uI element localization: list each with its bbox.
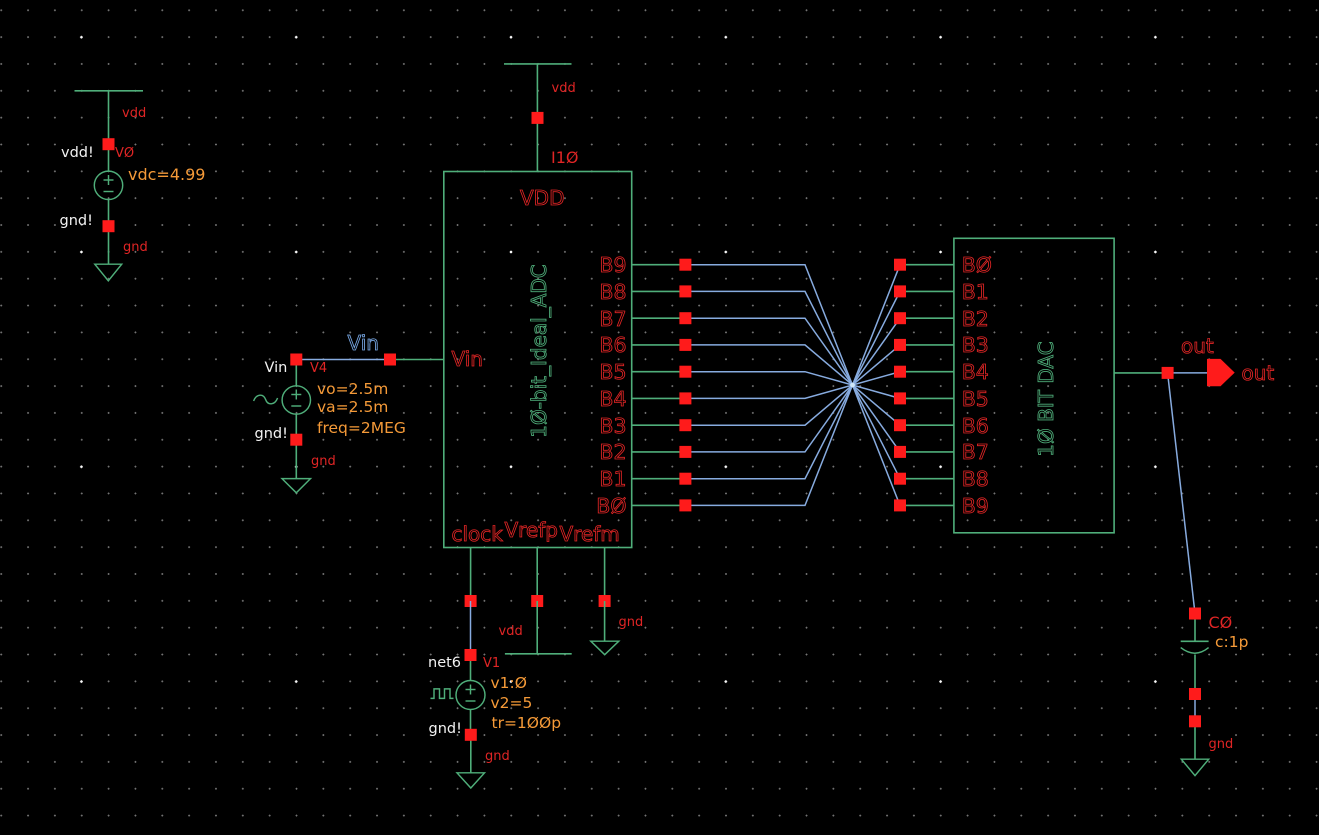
pin-square[interactable] [384,353,396,366]
vrefp-vdd-net-label[interactable]: vdd [498,623,523,639]
adc-bit-label-b5[interactable]: B5 [599,360,627,385]
v0-gnd-global-label[interactable]: gnd! [59,213,93,230]
crossing-point [850,382,855,388]
pin-square[interactable] [531,111,544,124]
adc-instance-name[interactable]: I1Ø [551,148,579,168]
v4-param-vo[interactable]: vo=2.5m [317,379,389,398]
adc-bit-label-b3[interactable]: B3 [599,413,627,438]
bit-crossing-wires[interactable] [685,263,901,507]
out-to-cap-wire[interactable] [1166,372,1196,614]
vrefm-gnd-net-label[interactable]: gnd [618,614,644,630]
out-pin-symbol[interactable] [1207,358,1235,387]
pin-square[interactable] [464,649,477,661]
v1-instance-name[interactable]: V1 [483,655,501,671]
out-net-label[interactable]: out [1181,333,1215,358]
v1-gnd-global-label[interactable]: gnd! [428,721,462,738]
v4-gnd-net-label[interactable]: gnd [311,453,336,469]
c0-gnd-net-label[interactable]: gnd [1208,736,1234,752]
dac-bit-label-b5[interactable]: B5 [961,386,989,411]
v1-gnd-net-label[interactable]: gnd [485,749,510,765]
v0-param-vdc[interactable]: vdc=4.99 [128,165,206,185]
adc-bit-stubs[interactable] [631,263,686,507]
gnd-symbol[interactable] [1179,721,1211,777]
out-pin-label[interactable]: out [1241,361,1275,386]
v0-vdd-global-label[interactable]: vdd! [61,145,94,162]
sine-icon [252,394,279,405]
v4-param-va[interactable]: va=2.5m [317,398,389,417]
v1-param-v1[interactable]: v1:Ø [490,673,527,692]
pin-square[interactable] [1161,366,1174,379]
v4-param-freq[interactable]: freq=2MEG [317,418,406,437]
adc-pin-clock[interactable]: clock [451,522,503,547]
adc-pin-vrefp[interactable]: Vrefp [504,517,559,542]
adc-body-label[interactable]: 1Ø-bit_Ideal_ADC [526,263,551,438]
v4-gnd-global-label[interactable]: gnd! [254,426,288,443]
pin-square[interactable] [464,728,477,741]
pin-square[interactable] [290,433,303,446]
gnd-symbol[interactable] [455,734,487,790]
pin-square[interactable] [102,138,115,151]
gnd-symbol[interactable] [93,226,124,282]
adc-bit-label-b4[interactable]: B4 [599,386,627,411]
vrefp-vdd-symbol[interactable] [504,601,572,655]
dac-body-label[interactable]: 1Ø BIT DAC [1034,341,1059,457]
v1-param-v2[interactable]: v2=5 [490,693,533,712]
dac-bit-stubs[interactable] [900,263,954,507]
pin-square[interactable] [1189,715,1201,728]
dac-body-box[interactable] [953,237,1115,534]
vrefm-gnd-symbol[interactable] [589,601,621,656]
adc-bit-label-b2[interactable]: B2 [599,440,627,465]
adc-bit-label-b8[interactable]: B8 [599,279,627,304]
dac-bit-label-b7[interactable]: B7 [961,440,989,465]
vin-net-label[interactable]: Vin [347,330,379,355]
adc-vdd-net-label[interactable]: vdd [551,80,576,96]
dac-bit-label-b0[interactable]: BØ [961,253,992,278]
net6-label[interactable]: net6 [428,655,462,672]
v4-instance-name[interactable]: V4 [310,361,328,377]
adc-pin-vdd[interactable]: VDD [520,186,565,211]
c0-cap-symbol[interactable] [1180,613,1210,695]
pin-square[interactable] [290,353,303,366]
adc-bit-label-b7[interactable]: B7 [599,306,627,331]
vdd-symbol[interactable] [74,90,144,145]
c0-instance-name[interactable]: CØ [1208,612,1233,632]
c0-param[interactable]: c:1p [1215,633,1249,652]
v0-instance-name[interactable]: VØ [115,146,135,162]
pin-square[interactable] [1189,607,1201,620]
dac-bit-label-b2[interactable]: B2 [961,306,989,331]
adc-bit-pins[interactable] [679,258,692,512]
pulse-icon [430,688,454,700]
gnd-symbol[interactable] [280,439,313,494]
adc-bit-label-b1[interactable]: B1 [599,467,627,492]
adc-pin-vin[interactable]: Vin [451,347,483,372]
v4-vin-pin-label[interactable]: Vin [264,360,288,377]
dac-bit-label-b6[interactable]: B6 [961,413,989,438]
adc-pin-vrefm[interactable]: Vrefm [559,522,620,547]
dac-bit-label-b8[interactable]: B8 [961,467,989,492]
adc-bit-label-b6[interactable]: B6 [599,333,627,358]
v0-vdd-net-label[interactable]: vdd [122,106,147,122]
dac-bit-label-b9[interactable]: B9 [961,493,989,518]
dac-bit-pins[interactable] [894,258,906,512]
pin-square[interactable] [1189,688,1201,700]
adc-bit-label-b0[interactable]: BØ [596,493,627,518]
dac-bit-label-b1[interactable]: B1 [961,279,989,304]
dac-bit-label-b4[interactable]: B4 [961,360,989,385]
adc-bit-label-b9[interactable]: B9 [599,253,627,278]
v0-gnd-net-label[interactable]: gnd [123,239,148,255]
pin-square[interactable] [102,220,115,233]
v1-param-tr[interactable]: tr=1ØØp [491,713,562,732]
dac-bit-label-b3[interactable]: B3 [961,333,989,358]
